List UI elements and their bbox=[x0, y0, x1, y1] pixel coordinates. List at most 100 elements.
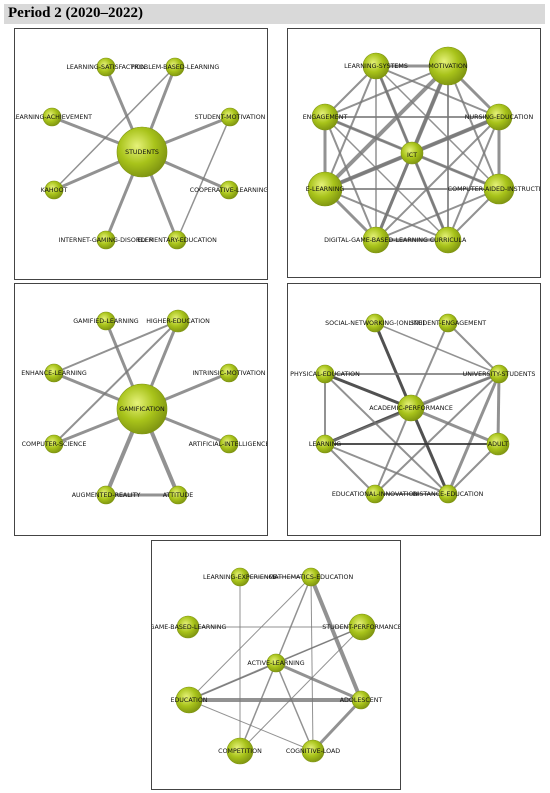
node-label: EDUCATIONAL-INNOVATION bbox=[332, 491, 419, 498]
node-circle bbox=[438, 484, 458, 504]
node-computer-science[interactable]: COMPUTER-SCIENCE bbox=[22, 434, 87, 454]
node-circle bbox=[175, 686, 203, 714]
node-label: STUDENTS bbox=[125, 149, 159, 156]
edge-sm-ee bbox=[176, 116, 231, 241]
node-e-learning[interactable]: E-LEARNING bbox=[306, 171, 345, 207]
node-label: ACADEMIC-PERFORMANCE bbox=[369, 405, 453, 412]
network-panel-gamification: GAMIFICATION GAMIFIED-LEARNING HIGHER-EDUC… bbox=[14, 283, 268, 536]
node-circle bbox=[434, 226, 462, 254]
node-label: CURRICULA bbox=[430, 237, 467, 244]
node-student-performance[interactable]: STUDENT-PERFORMANCE bbox=[322, 613, 400, 641]
node-student-engagement[interactable]: STUDENT-ENGAGEMENT bbox=[410, 313, 486, 333]
node-label: ENHANCE-LEARNING bbox=[21, 370, 87, 377]
edge-eng-cur bbox=[324, 116, 449, 241]
node-digital-game-based-learning[interactable]: DIGITAL-GAME-BASED-LEARNING bbox=[324, 226, 428, 254]
node-adult[interactable]: ADULT bbox=[486, 432, 510, 456]
node-learning-satisfaction[interactable]: LEARNING-SATISFACTION bbox=[66, 57, 146, 77]
node-curricula[interactable]: CURRICULA bbox=[430, 226, 467, 254]
node-attitude[interactable]: ATTITUDE bbox=[163, 485, 194, 505]
node-label: INTRINSIC-MOTIVATION bbox=[192, 370, 265, 377]
node-circle bbox=[219, 363, 239, 383]
node-circle bbox=[489, 364, 509, 384]
node-circle bbox=[116, 383, 168, 435]
node-circle bbox=[96, 230, 116, 250]
node-label: LEARNING-EXPERIENCE bbox=[203, 574, 277, 581]
edge-pe-de bbox=[324, 373, 449, 495]
node-label: ATTITUDE bbox=[163, 492, 194, 499]
node-circle bbox=[483, 173, 515, 205]
node-university-students[interactable]: UNIVERSITY-STUDENTS bbox=[463, 364, 536, 384]
node-label: DISTANCE-EDUCATION bbox=[413, 491, 484, 498]
network-graph-academic-performance: ACADEMIC-PERFORMANCE SOCIAL-NETWORKING-(O… bbox=[290, 313, 536, 504]
node-enhance-learning[interactable]: ENHANCE-LEARNING bbox=[21, 363, 87, 383]
node-academic-performance[interactable]: ACADEMIC-PERFORMANCE bbox=[369, 394, 453, 422]
node-label: EDUCATION bbox=[170, 697, 207, 704]
edge-el-cur bbox=[324, 188, 449, 241]
node-learning[interactable]: LEARNING bbox=[309, 434, 341, 454]
node-circle bbox=[315, 364, 335, 384]
node-label: MATHEMATICS-EDUCATION bbox=[269, 574, 354, 581]
edge-mot-eng bbox=[324, 65, 449, 118]
node-label: LEARNING-ACHIEVEMENT bbox=[15, 114, 92, 121]
node-computer-aided-instruction[interactable]: COMPUTER-AIDED-INSTRUCTION bbox=[448, 173, 540, 205]
node-gamification[interactable]: GAMIFICATION bbox=[116, 383, 168, 435]
node-ict[interactable]: ICT bbox=[400, 141, 424, 165]
network-panel-ict: ICT LEARNING-SYSTEMS MOTIVATION ENGAGEMENT N… bbox=[287, 28, 541, 278]
node-label: COGNITIVE-LOAD bbox=[286, 748, 340, 755]
node-circle bbox=[166, 309, 190, 333]
node-label: SOCIAL-NETWORKING-(ONLINE) bbox=[325, 320, 425, 327]
node-circle bbox=[44, 363, 64, 383]
node-kahoot[interactable]: KAHOOT bbox=[41, 180, 68, 200]
network-graph-active-learning: ACTIVE-LEARNING LEARNING-EXPERIENCEMATHEM… bbox=[152, 567, 400, 765]
node-circle bbox=[311, 103, 339, 131]
edge-lrn-ei bbox=[324, 443, 376, 495]
node-engagement[interactable]: ENGAGEMENT bbox=[303, 103, 348, 131]
node-distance-education[interactable]: DISTANCE-EDUCATION bbox=[413, 484, 484, 504]
node-circle bbox=[301, 567, 321, 587]
node-cooperative-learning[interactable]: COOPERATIVE-LEARNING bbox=[190, 180, 267, 200]
edges bbox=[188, 576, 363, 753]
node-education[interactable]: EDUCATION bbox=[170, 686, 208, 714]
node-circle bbox=[165, 57, 185, 77]
node-circle bbox=[365, 484, 385, 504]
node-adolescent[interactable]: ADOLESCENT bbox=[340, 690, 383, 710]
edge-lsy-cai bbox=[375, 65, 500, 190]
node-cognitive-load[interactable]: COGNITIVE-LOAD bbox=[286, 739, 340, 763]
node-student-motivation[interactable]: STUDENT-MOTIVATION bbox=[195, 107, 266, 127]
node-label: PHYSICAL-EDUCATION bbox=[290, 371, 360, 378]
edge-me-clo bbox=[310, 576, 314, 752]
edge-ado-clo bbox=[311, 698, 363, 753]
node-higher-education[interactable]: HIGHER-EDUCATION bbox=[146, 309, 210, 333]
edge-mot-el bbox=[323, 64, 450, 191]
node-problem-based-learning[interactable]: PROBLEM-BASED-LEARNING bbox=[131, 57, 220, 77]
nodes: STUDENTS LEARNING-SATISFACTIONPROBLEM-BAS… bbox=[15, 57, 267, 250]
node-circle bbox=[397, 394, 425, 422]
node-educational-innovation[interactable]: EDUCATIONAL-INNOVATION bbox=[332, 484, 419, 504]
node-mathematics-education[interactable]: MATHEMATICS-EDUCATION bbox=[269, 567, 354, 587]
node-social-networking-(online)[interactable]: SOCIAL-NETWORKING-(ONLINE) bbox=[325, 313, 425, 333]
node-elementary-education[interactable]: ELEMENTARY-EDUCATION bbox=[137, 230, 217, 250]
node-nursing-education[interactable]: NURSING-EDUCATION bbox=[465, 103, 534, 131]
node-students[interactable]: STUDENTS bbox=[116, 126, 168, 178]
node-augmented-reality[interactable]: AUGMENTED-REALITY bbox=[72, 485, 141, 505]
node-active-learning[interactable]: ACTIVE-LEARNING bbox=[247, 653, 305, 673]
node-internet-gaming-disorder[interactable]: INTERNET-GAMING-DISORDER bbox=[59, 230, 154, 250]
network-panel-academic-performance: ACADEMIC-PERFORMANCE SOCIAL-NETWORKING-(O… bbox=[287, 283, 541, 536]
node-intrinsic-motivation[interactable]: INTRINSIC-MOTIVATION bbox=[192, 363, 266, 383]
node-gamified-learning[interactable]: GAMIFIED-LEARNING bbox=[73, 311, 139, 331]
node-learning-achievement[interactable]: LEARNING-ACHIEVEMENT bbox=[15, 107, 92, 127]
node-label: LEARNING-SATISFACTION bbox=[66, 64, 146, 71]
edge-ap-pe bbox=[324, 372, 412, 410]
edge-adu-de bbox=[447, 443, 499, 495]
period-header: Period 2 (2020–2022) bbox=[4, 4, 545, 24]
node-circle bbox=[168, 485, 188, 505]
node-physical-education[interactable]: PHYSICAL-EDUCATION bbox=[290, 364, 360, 384]
node-competition[interactable]: COMPETITION bbox=[218, 737, 262, 765]
node-learning-systems[interactable]: LEARNING-SYSTEMS bbox=[344, 52, 408, 80]
node-motivation[interactable]: MOTIVATION bbox=[428, 46, 468, 86]
node-learning-experience[interactable]: LEARNING-EXPERIENCE bbox=[203, 567, 277, 587]
nodes: GAMIFICATION GAMIFIED-LEARNING HIGHER-EDUC… bbox=[21, 309, 267, 505]
node-game-based-learning[interactable]: GAME-BASED-LEARNING bbox=[152, 615, 226, 639]
node-artificial-intelligence[interactable]: ARTIFICIAL-INTELLIGENCE bbox=[189, 434, 267, 454]
node-circle bbox=[167, 230, 187, 250]
